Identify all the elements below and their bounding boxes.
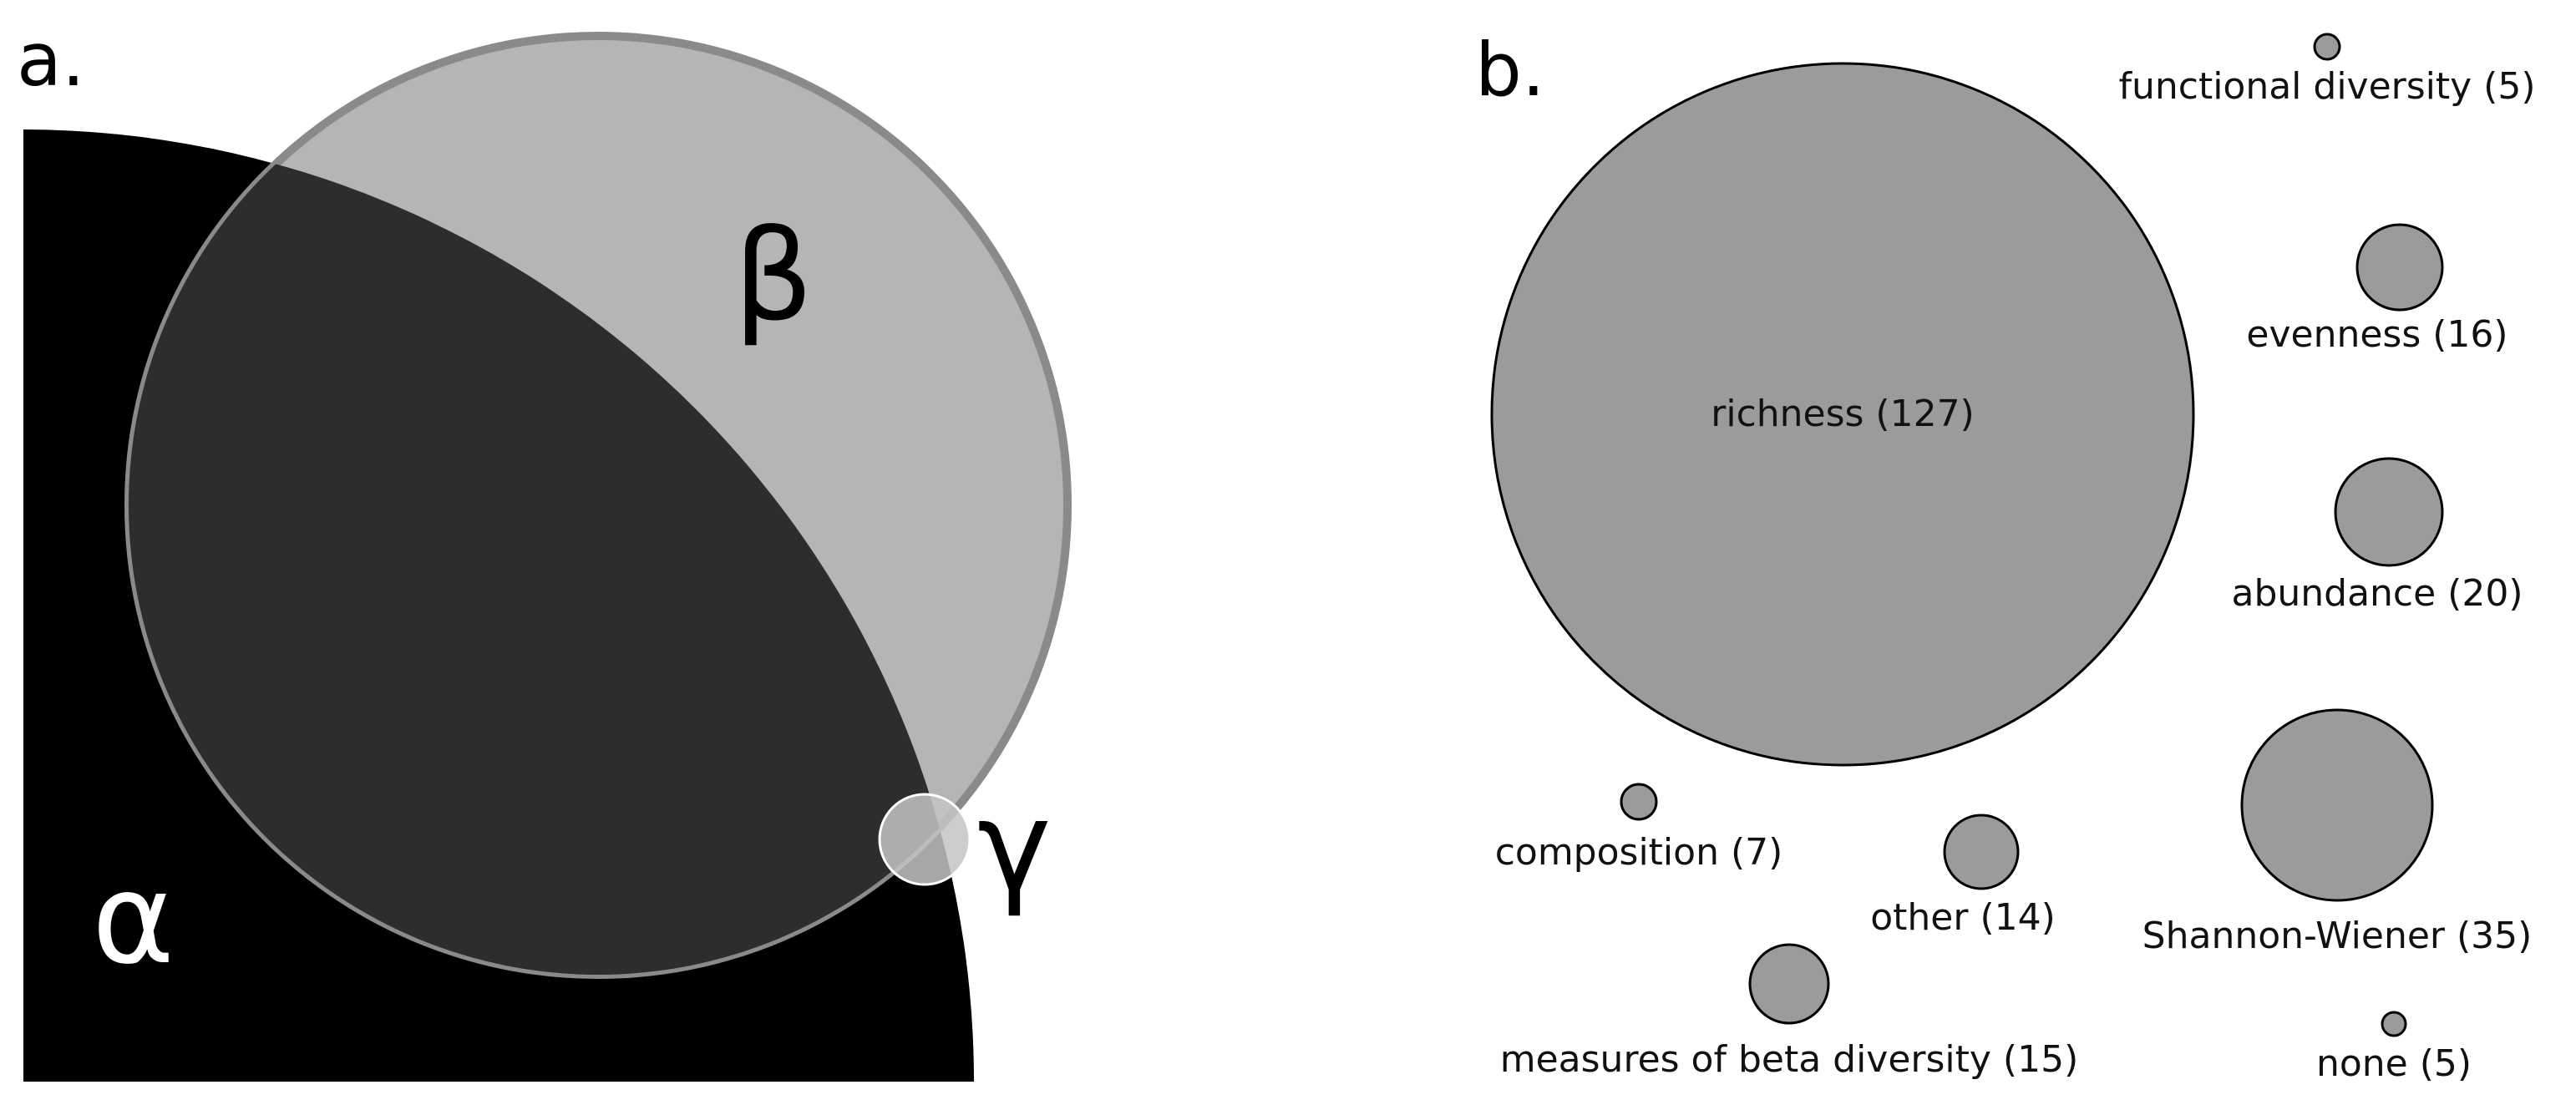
bubble-abundance: abundance (20) — [2231, 457, 2523, 615]
bubble-composition: composition (7) — [1495, 783, 1783, 874]
alpha-symbol: α — [92, 847, 175, 992]
bubble-functional-diversity: functional diversity (5) — [2118, 33, 2536, 108]
bubble-richness: richness (127) — [1490, 62, 2195, 767]
bubble-label-other: other (14) — [1870, 896, 2056, 939]
bubble-label-measures-of-beta-diversity: measures of beta diversity (15) — [1500, 1038, 2079, 1081]
bubble-label-evenness: evenness (16) — [2246, 313, 2508, 356]
bubble-circle-functional-diversity — [2313, 33, 2341, 61]
gamma-circle — [878, 793, 971, 886]
bubble-circle-none — [2381, 1011, 2407, 1037]
bubble-label-functional-diversity: functional diversity (5) — [2118, 65, 2535, 108]
bubble-evenness: evenness (16) — [2246, 223, 2508, 356]
bubble-other: other (14) — [1870, 814, 2056, 939]
panel-b-label: b. — [1475, 27, 1545, 113]
bubble-measures-of-beta-diversity: measures of beta diversity (15) — [1500, 943, 2079, 1081]
beta-symbol: β — [733, 204, 814, 349]
bubble-circle-other — [1943, 814, 2020, 890]
bubble-label-shannon-wiener: Shannon-Wiener (35) — [2142, 915, 2533, 957]
bubble-circle-evenness — [2355, 223, 2444, 312]
bubble-shannon-wiener: Shannon-Wiener (35) — [2142, 708, 2533, 957]
bubble-label-none: none (5) — [2316, 1042, 2472, 1085]
bubble-circle-shannon-wiener — [2240, 708, 2434, 902]
bubble-label-abundance: abundance (20) — [2231, 572, 2523, 615]
bubble-circle-measures-of-beta-diversity — [1748, 943, 1830, 1025]
bubble-label-richness: richness (127) — [1711, 393, 1975, 435]
bubble-none: none (5) — [2316, 1011, 2472, 1085]
bubble-circle-richness — [1490, 62, 2195, 767]
panel-b: b. richness (127) functional diversity (… — [1475, 27, 2536, 1085]
gamma-symbol: γ — [977, 774, 1052, 920]
bubble-circle-composition — [1620, 783, 1658, 821]
panel-a-label: a. — [17, 17, 85, 103]
panel-a: a. α β γ — [17, 17, 1072, 1082]
bubble-label-composition: composition (7) — [1495, 831, 1783, 874]
bubble-circle-abundance — [2334, 457, 2444, 567]
